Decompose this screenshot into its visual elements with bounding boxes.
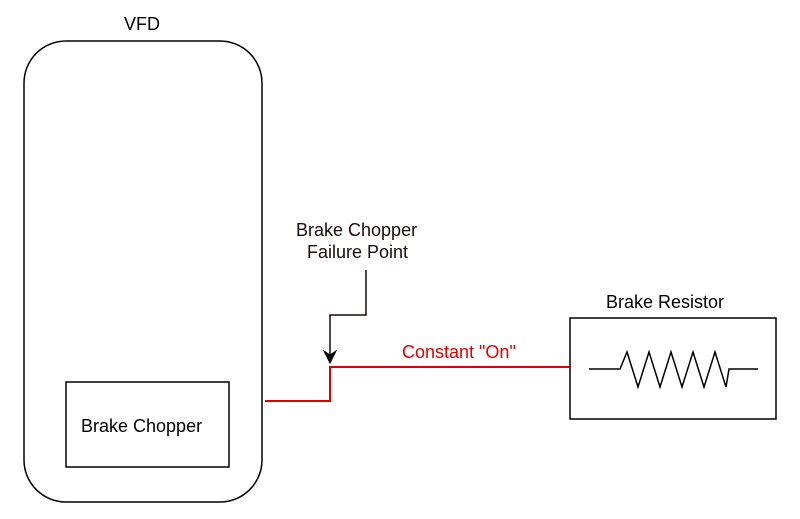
vfd-enclosure xyxy=(23,40,263,503)
brake-chopper-label: Brake Chopper xyxy=(81,416,203,436)
arrowhead-icon xyxy=(322,349,338,365)
constant-on-wire xyxy=(265,366,570,402)
failure-point-label-line2: Failure Point xyxy=(307,242,409,262)
brake-resistor-box xyxy=(569,317,777,420)
vfd-label: VFD xyxy=(124,14,160,34)
brake-resistor-label: Brake Resistor xyxy=(606,292,725,312)
brake-chopper-box xyxy=(65,381,230,468)
failure-point-arrow xyxy=(329,270,367,358)
resistor-symbol-icon xyxy=(589,349,758,390)
constant-on-label: Constant "On" xyxy=(402,342,516,362)
failure-point-label-line1: Brake Chopper xyxy=(296,220,418,240)
